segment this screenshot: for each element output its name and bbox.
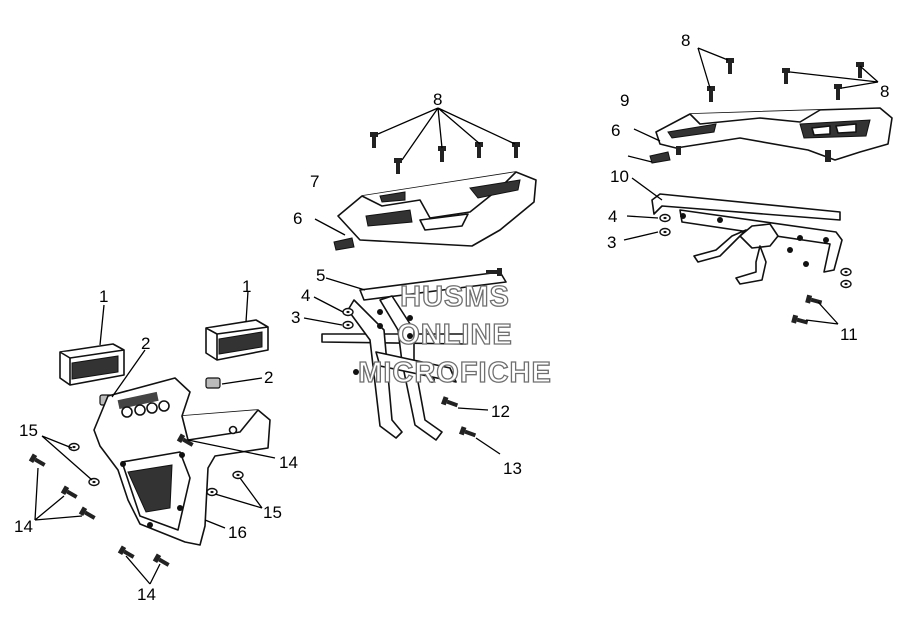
callout-6: 6 <box>293 209 302 228</box>
front-rack-top <box>337 171 537 247</box>
callout-16: 16 <box>228 523 247 542</box>
callout-15: 15 <box>19 421 38 440</box>
callout-8: 8 <box>681 31 690 50</box>
callout-12: 12 <box>491 402 510 421</box>
callout-3: 3 <box>291 308 300 327</box>
light-housing-right <box>205 319 269 361</box>
callout-6: 6 <box>611 121 620 140</box>
callout-labels: 1 1 2 2 3 3 4 4 5 6 6 7 8 8 8 9 10 11 12… <box>14 31 889 604</box>
rear-rack-assembly <box>623 47 893 327</box>
callout-3: 3 <box>607 233 616 252</box>
watermark-line-2: ONLINE <box>397 319 513 351</box>
callout-9: 9 <box>620 91 629 110</box>
callout-1: 1 <box>99 287 108 306</box>
light-housing-left <box>59 343 125 386</box>
callout-14: 14 <box>137 585 156 604</box>
watermark-line-1: HUSMS <box>400 281 510 313</box>
front-rack-decal <box>333 237 355 251</box>
callout-5: 5 <box>316 266 325 285</box>
callout-13: 13 <box>503 459 522 478</box>
callout-8: 8 <box>433 90 442 109</box>
watermark: HUSMS ONLINE MICROFICHE <box>358 280 552 389</box>
callout-1: 1 <box>242 277 251 296</box>
callout-4: 4 <box>608 207 617 226</box>
front-rack-support <box>321 271 507 441</box>
watermark-line-3: MICROFICHE <box>358 357 552 389</box>
callout-10: 10 <box>610 167 629 186</box>
callout-14: 14 <box>14 517 33 536</box>
callout-7: 7 <box>310 172 319 191</box>
left-light-assembly <box>28 290 276 585</box>
callout-14: 14 <box>279 453 298 472</box>
front-rack-assembly <box>303 107 537 455</box>
rear-rack-top <box>655 107 893 162</box>
callout-4: 4 <box>301 286 310 305</box>
callout-15: 15 <box>263 503 282 522</box>
rear-rack-support <box>651 193 843 285</box>
front-light-bracket <box>93 377 271 546</box>
rear-rack-decal <box>649 151 671 164</box>
light-clip-right <box>205 377 221 389</box>
callout-8: 8 <box>880 82 889 101</box>
callout-11: 11 <box>840 325 858 344</box>
callout-2: 2 <box>264 368 273 387</box>
callout-2: 2 <box>141 334 150 353</box>
